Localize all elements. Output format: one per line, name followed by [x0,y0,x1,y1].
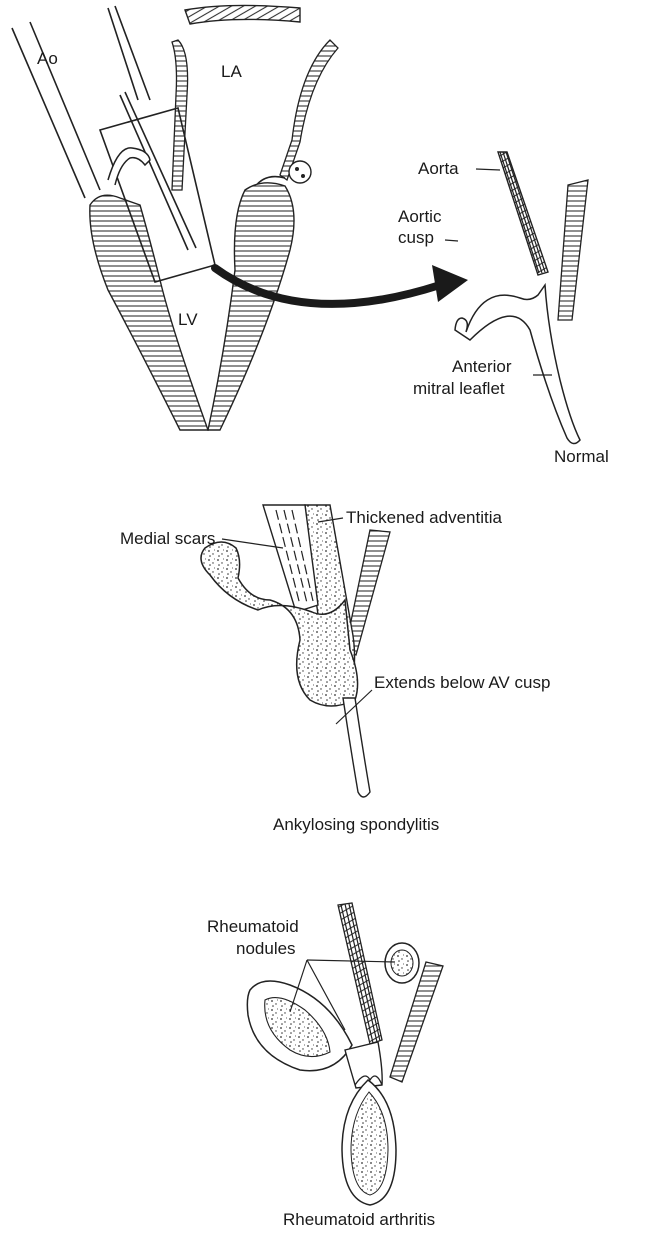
lv-wall-right [208,183,294,430]
zoom-arrowhead [432,265,468,302]
normal-panel: Aorta Aortic cusp Anterior mitral leafle… [398,152,609,466]
label-medial-scars: Medial scars [120,529,215,548]
leader-aorta [476,169,500,170]
caption-ankylosing-spondylitis: Ankylosing spondylitis [273,815,439,834]
leader-aortic-cusp [445,240,458,241]
rheumatoid-panel: Rheumatoid nodules Rheumatoid arthritis [207,903,443,1229]
label-mitral-1: Anterior [452,357,512,376]
septum-strip [558,180,588,320]
caption-rheumatoid-arthritis: Rheumatoid arthritis [283,1210,435,1229]
coronary-vessel [289,161,311,183]
label-aortic-cusp-1: Aortic [398,207,442,226]
aortic-cusp-loop [108,148,150,185]
left-atrial-wall [280,40,338,180]
label-la: LA [221,62,242,81]
spondylitis-panel: Medial scars Thickened adventitia Extend… [120,505,550,834]
aortic-wall-right [108,6,150,100]
leaflet-stem-ra [345,1042,382,1088]
label-mitral-2: mitral leaflet [413,379,505,398]
label-ao: Ao [37,49,58,68]
label-aorta: Aorta [418,159,459,178]
label-rheumatoid-nodules-1: Rheumatoid [207,917,299,936]
caption-normal: Normal [554,447,609,466]
label-extends-below: Extends below AV cusp [374,673,550,692]
label-lv: LV [178,310,198,329]
label-thickened-adventitia: Thickened adventitia [346,508,502,527]
nodule-core-small [391,950,413,976]
label-aortic-cusp-2: cusp [398,228,434,247]
label-rheumatoid-nodules-2: nodules [236,939,296,958]
pulmonary-artery-fragment [185,5,300,24]
